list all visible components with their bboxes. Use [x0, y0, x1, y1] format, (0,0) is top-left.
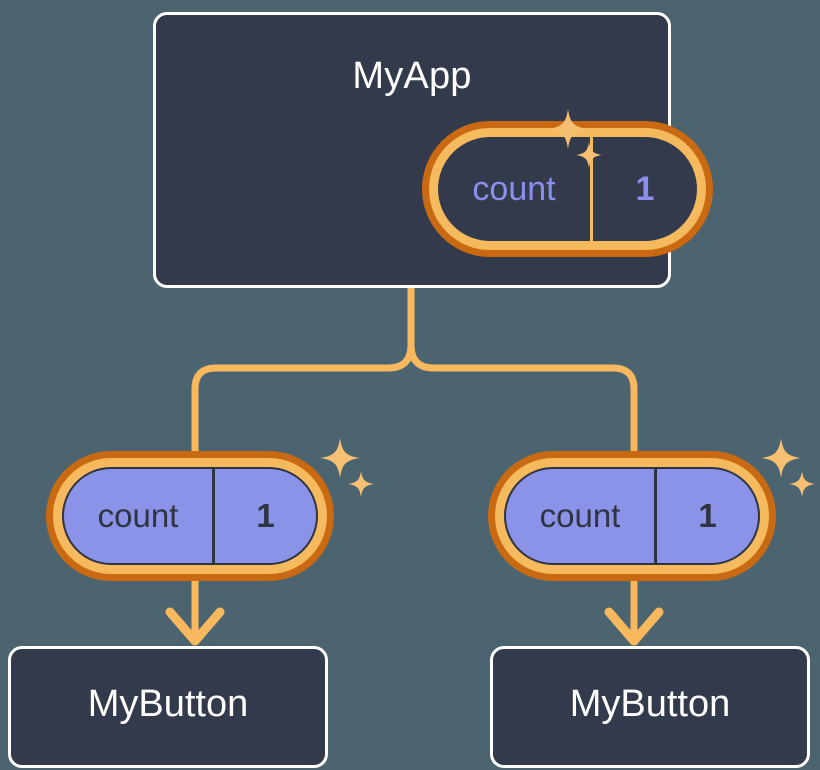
state-pill-ring-inner: count 1: [429, 128, 706, 250]
component-title-mybutton: MyButton: [87, 683, 249, 725]
state-value-label: 1: [698, 497, 717, 534]
arrow-down-right: [604, 581, 664, 646]
state-value-label: 1: [635, 169, 655, 208]
state-key-label: count: [506, 469, 657, 563]
state-pill-root[interactable]: count 1: [422, 121, 713, 257]
connector-branch-left: [191, 341, 415, 455]
state-pill-body: count 1: [438, 137, 697, 241]
component-title-mybutton: MyButton: [569, 683, 731, 725]
state-pill-body: count 1: [62, 467, 318, 565]
component-card-mybutton-left[interactable]: MyButton: [8, 646, 328, 768]
state-key-label: count: [438, 137, 593, 241]
component-card-mybutton-right[interactable]: MyButton: [490, 646, 810, 768]
state-key-label: count: [64, 469, 215, 563]
state-pill-ring-inner: count 1: [53, 458, 327, 574]
arrow-down-left: [165, 581, 225, 646]
state-pill-branch-right[interactable]: count 1: [488, 451, 776, 581]
state-pill-branch-left[interactable]: count 1: [46, 451, 334, 581]
state-value-label: 1: [256, 497, 275, 534]
component-title-myapp: MyApp: [352, 55, 472, 97]
state-pill-body: count 1: [504, 467, 760, 565]
state-pill-ring-inner: count 1: [495, 458, 769, 574]
connector-branch-right: [407, 341, 638, 455]
component-card-myapp[interactable]: MyApp count 1: [153, 12, 713, 288]
